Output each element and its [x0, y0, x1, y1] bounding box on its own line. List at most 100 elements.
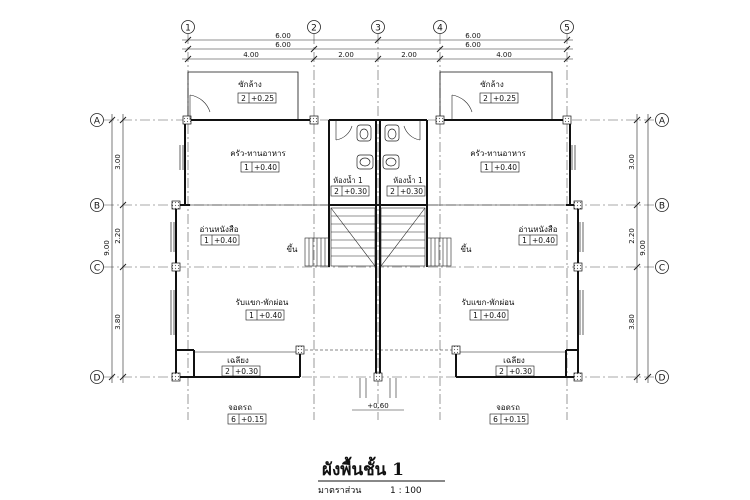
room-reading-right: อ่านหนังสือ: [518, 225, 557, 234]
svg-text:1: 1: [244, 163, 249, 172]
svg-text:6: 6: [493, 415, 498, 424]
room-laundry-right: ซักล้าง: [480, 80, 504, 89]
svg-text:2: 2: [334, 187, 339, 196]
scale-value: 1 : 100: [390, 486, 422, 496]
svg-text:1: 1: [473, 311, 478, 320]
side-dimension-lines: [108, 114, 652, 383]
grid-row-c-left: C: [94, 264, 100, 274]
level-tag-laundry-right: 2 +0.25: [479, 92, 519, 104]
dim-top-3-d: 4.00: [496, 51, 512, 59]
svg-text:2: 2: [241, 94, 246, 103]
drawing-title: ผังพื้นชั้น 1: [322, 456, 404, 480]
doors: [189, 94, 473, 141]
level-tag-parking-left: 6 +0.15: [227, 413, 267, 425]
grid-row-a-right: A: [659, 117, 666, 127]
svg-text:1: 1: [204, 236, 209, 245]
grid-row-b-left: B: [94, 202, 100, 212]
grid-row-a-left: A: [94, 117, 101, 127]
top-dimension-lines: [182, 36, 573, 63]
grid-col-1: 1: [185, 24, 191, 34]
svg-text:+0.15: +0.15: [241, 415, 264, 424]
svg-text:+0.40: +0.40: [259, 311, 282, 320]
structural-columns: [171, 115, 583, 382]
room-parking-left: จอดรถ: [228, 403, 252, 412]
windows: [170, 145, 584, 335]
room-porch-left: เฉลียง: [227, 356, 249, 365]
room-reading-left: อ่านหนังสือ: [199, 225, 238, 234]
level-tag-reading-left: 1 +0.40: [200, 234, 240, 246]
level-tag-porch-left: 2 +0.30: [221, 365, 261, 377]
svg-text:2: 2: [483, 94, 488, 103]
grid-row-markers: [90, 113, 669, 384]
svg-text:2: 2: [499, 367, 504, 376]
level-tag-reading-right: 1 +0.40: [518, 234, 558, 246]
level-tag-laundry-left: 2 +0.25: [237, 92, 277, 104]
dim-top-2-left: 6.00: [275, 41, 291, 49]
svg-text:+0.40: +0.40: [532, 236, 555, 245]
svg-text:1: 1: [249, 311, 254, 320]
dim-left-total: 9.00: [103, 240, 111, 256]
svg-text:6: 6: [231, 415, 236, 424]
room-laundry-left: ซักล้าง: [238, 80, 262, 89]
walls: [175, 71, 579, 378]
grid-column-markers: [181, 20, 574, 34]
dim-top-3-a: 4.00: [243, 51, 259, 59]
svg-text:+0.15: +0.15: [503, 415, 526, 424]
room-living-right: รับแขก-พักผ่อน: [462, 298, 515, 307]
dim-left-seg-3: 3.80: [114, 314, 122, 330]
dim-left-seg-1: 3.00: [114, 154, 122, 170]
dim-top-3-c: 2.00: [401, 51, 417, 59]
dim-top-2-right: 6.00: [465, 41, 481, 49]
svg-text:2: 2: [225, 367, 230, 376]
dim-top-1-right: 6.00: [465, 32, 481, 40]
svg-text:+0.30: +0.30: [400, 187, 423, 196]
stair-up-label-left: ขึ้น: [287, 243, 298, 254]
svg-text:+0.30: +0.30: [235, 367, 258, 376]
level-tag-porch-right: 2 +0.30: [495, 365, 535, 377]
svg-text:+0.40: +0.40: [483, 311, 506, 320]
stair-up-label-right: ขึ้น: [461, 243, 472, 254]
dim-right-seg-3: 3.80: [628, 314, 636, 330]
svg-text:+0.40: +0.40: [214, 236, 237, 245]
grid-row-d-left: D: [94, 374, 101, 384]
level-tag-kitchen-right: 1 +0.40: [480, 161, 520, 173]
svg-text:2: 2: [390, 187, 395, 196]
svg-text:+0.40: +0.40: [494, 163, 517, 172]
bathroom-fixtures: [356, 124, 400, 170]
wall-note: +0.60: [367, 402, 388, 410]
svg-text:+0.40: +0.40: [254, 163, 277, 172]
svg-text:1: 1: [484, 163, 489, 172]
level-tag-bath-right: 2 +0.30: [386, 185, 426, 197]
room-bath-right: ห้องน้ำ 1: [393, 175, 423, 185]
dim-top-3-b: 2.00: [338, 51, 354, 59]
grid-row-c-right: C: [659, 264, 665, 274]
level-tag-kitchen-left: 1 +0.40: [240, 161, 280, 173]
level-tag-parking-right: 6 +0.15: [489, 413, 529, 425]
grid-col-2: 2: [311, 24, 317, 34]
svg-text:+0.25: +0.25: [493, 94, 516, 103]
dim-right-total: 9.00: [639, 240, 647, 256]
svg-text:+0.25: +0.25: [251, 94, 274, 103]
dim-left-seg-2: 2.20: [114, 228, 122, 244]
room-living-left: รับแขก-พักผ่อน: [236, 298, 289, 307]
entry-steps: [352, 378, 404, 411]
dim-top-1-left: 6.00: [275, 32, 291, 40]
grid-row-d-right: D: [659, 374, 666, 384]
grid-col-4: 4: [437, 24, 443, 34]
level-tag-bath-left: 2 +0.30: [330, 185, 370, 197]
level-tag-living-right: 1 +0.40: [469, 309, 509, 321]
room-porch-right: เฉลียง: [503, 356, 525, 365]
room-parking-right: จอดรถ: [496, 403, 520, 412]
grid-row-b-right: B: [659, 202, 665, 212]
svg-text:+0.30: +0.30: [344, 187, 367, 196]
room-kitchen-left: ครัว-ทานอาหาร: [230, 149, 286, 158]
room-kitchen-right: ครัว-ทานอาหาร: [470, 149, 526, 158]
scale-label: มาตราส่วน: [318, 486, 361, 496]
level-tag-living-left: 1 +0.40: [245, 309, 285, 321]
room-bath-left: ห้องน้ำ 1: [333, 175, 363, 185]
dim-right-seg-2: 2.20: [628, 228, 636, 244]
dim-right-seg-1: 3.00: [628, 154, 636, 170]
grid-col-5: 5: [564, 24, 570, 34]
stairs: [304, 207, 452, 267]
